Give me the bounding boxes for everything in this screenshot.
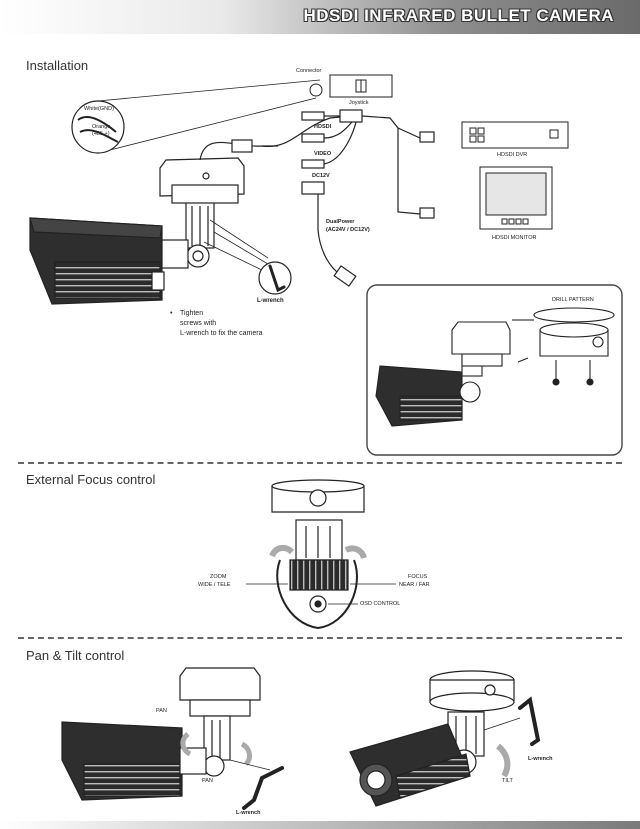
label-dvr: HDSDI DVR — [497, 152, 528, 158]
tilt-arrow — [495, 743, 511, 778]
section-divider — [18, 462, 622, 464]
pan-camera-illustration — [61, 667, 261, 801]
lwrench-icon — [268, 264, 286, 293]
cable-harness — [261, 109, 435, 287]
installation-camera — [29, 139, 278, 305]
label-monitor: HDSDI MONITOR — [492, 235, 537, 241]
label-connector: Connector — [296, 68, 322, 74]
page-title: HDSDI INFRARED BULLET CAMERA — [303, 6, 614, 25]
focus-camera-illustration — [271, 479, 365, 630]
label-focus: FOCUS — [408, 574, 428, 580]
label-tilt: TILT — [502, 778, 513, 784]
section-divider — [18, 637, 622, 639]
page-footer-bar — [0, 821, 640, 829]
label-zoom-range: WIDE / TELE — [198, 582, 231, 588]
lwrench-icon — [242, 776, 264, 810]
label-pan-top: PAN — [156, 708, 167, 714]
label-focus-range: NEAR / FAR — [399, 582, 430, 588]
label-osd-control: OSD CONTROL — [360, 601, 401, 607]
page-header: HDSDI INFRARED BULLET CAMERA — [0, 0, 640, 34]
section-title-focus: External Focus control — [26, 472, 156, 487]
drill-pattern-illustration — [375, 307, 615, 427]
section-title-pantilt: Pan & Tilt control — [26, 648, 125, 663]
label-rs485: (485 +) — [92, 131, 110, 137]
label-joystick: Joystick — [349, 100, 369, 106]
pan-arrow — [180, 732, 192, 757]
label-lwrench-left: L-wrench — [236, 810, 261, 816]
label-zoom: ZOOM — [210, 574, 227, 580]
label-hdsdi: HDSDI — [314, 124, 332, 130]
label-video: VIDEO — [314, 151, 332, 157]
dvr-illustration — [461, 121, 569, 149]
label-lwrench: L-wrench — [257, 298, 284, 304]
monitor-illustration — [479, 166, 553, 230]
tip-line-2: screws with — [180, 320, 217, 327]
label-white-wire: White(GND) — [84, 106, 114, 112]
label-lwrench-right: L-wrench — [528, 756, 553, 762]
lwrench-pointer-lines — [203, 219, 269, 273]
label-dual-power-spec: (AC24V / DC12V) — [326, 227, 370, 233]
label-pan-bottom: PAN — [202, 778, 213, 784]
tip-line-1: Tighten — [180, 310, 204, 317]
tilt-camera-illustration — [349, 670, 515, 807]
label-orange-wire: Orange — [92, 124, 111, 130]
label-dc12v: DC12V — [312, 173, 330, 179]
label-dual-power: DualPower — [326, 219, 355, 225]
label-drill-pattern: DRILL PATTERN — [552, 297, 594, 303]
pan-arrow — [240, 741, 252, 766]
lwrench-icon — [518, 696, 541, 746]
section-title-installation: Installation — [26, 58, 89, 73]
tip-line-3: L-wrench to fix the camera — [180, 330, 263, 337]
tip-bullet: • — [170, 310, 173, 317]
joystick-illustration — [309, 74, 393, 98]
